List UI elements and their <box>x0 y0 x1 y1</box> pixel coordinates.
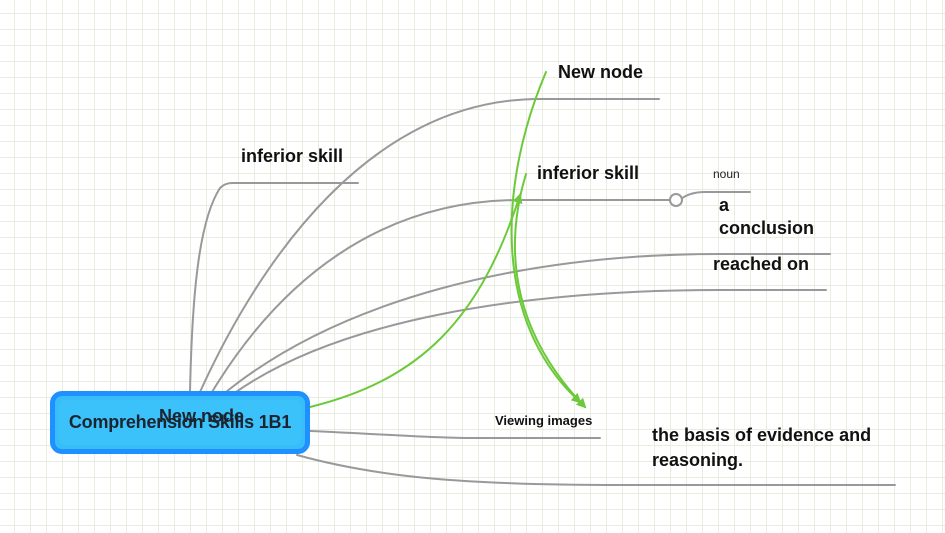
root-node-label: Comprehension Skills 1B1 <box>68 412 292 432</box>
noun-connector-circle[interactable] <box>669 193 683 207</box>
node-noun[interactable]: noun <box>713 167 740 181</box>
node-basis-line1[interactable]: the basis of evidence and <box>652 425 872 445</box>
branch-noun <box>680 191 751 200</box>
branch-inferior-skill-left <box>189 182 359 393</box>
relationship-arrow-root-to-inferior-skill[interactable] <box>309 193 523 408</box>
branch-basis <box>296 454 896 486</box>
node-basis-line2[interactable]: reasoning. <box>652 450 744 470</box>
relationship-arrow-inferior-skill-to-viewing-images[interactable] <box>513 173 587 409</box>
node-new-node-top[interactable]: New node <box>558 62 644 82</box>
branch-viewing-images <box>309 430 601 439</box>
root-node[interactable]: Comprehension Skills 1B1 <box>50 391 310 454</box>
root-node-fill <box>59 400 301 445</box>
branch-conclusion <box>225 253 831 393</box>
branch-reached-on <box>235 289 827 393</box>
node-inferior-skill-mid[interactable]: inferior skill <box>537 163 640 183</box>
branch-new-node-top <box>199 98 660 393</box>
overlapping-new-node-label[interactable]: New node <box>159 406 245 426</box>
relationship-arrow-new-node-to-viewing-images[interactable] <box>510 71 582 404</box>
node-a[interactable]: a <box>719 195 730 215</box>
node-conclusion[interactable]: conclusion <box>719 218 815 238</box>
branch-inferior-skill-mid <box>211 199 676 393</box>
node-inferior-skill-left[interactable]: inferior skill <box>241 146 344 166</box>
node-reached-on[interactable]: reached on <box>713 254 810 274</box>
node-viewing-images[interactable]: Viewing images <box>495 413 593 428</box>
